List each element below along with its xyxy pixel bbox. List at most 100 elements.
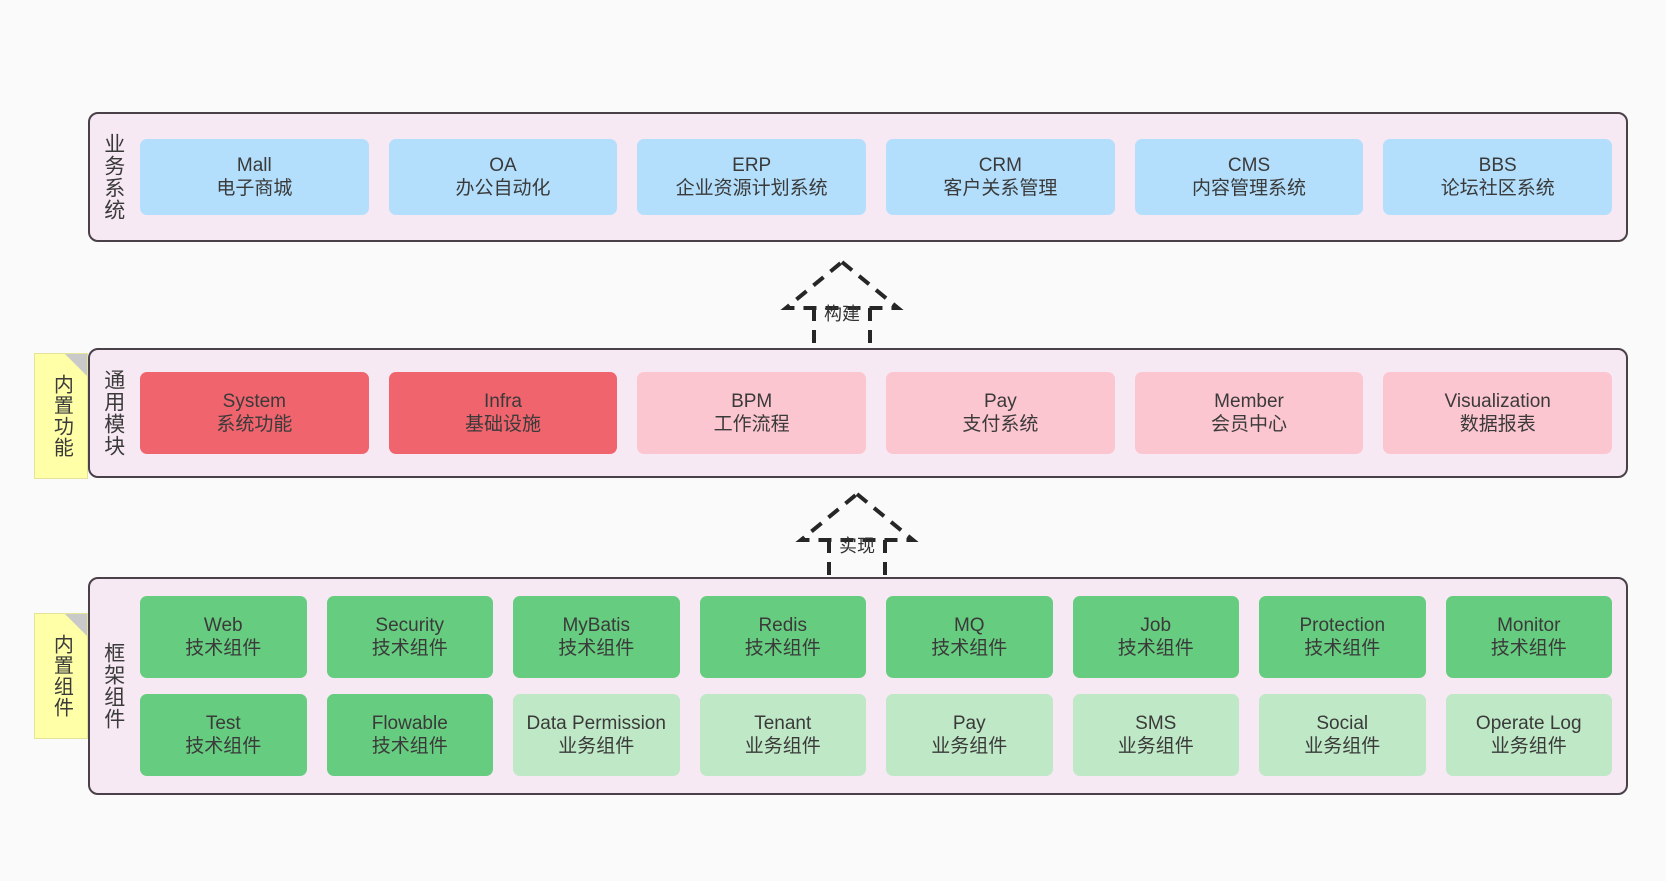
node-web[interactable]: Web 技术组件 <box>140 596 307 678</box>
node-subtitle: 技术组件 <box>1304 638 1381 659</box>
node-title: Pay <box>983 390 1017 412</box>
node-subtitle: 内容管理系统 <box>1192 178 1307 199</box>
note-fold-corner-icon <box>65 354 87 376</box>
node-subtitle: 技术组件 <box>744 638 821 659</box>
node-title: BBS <box>1478 154 1517 176</box>
node-subtitle: 系统功能 <box>216 414 293 435</box>
layer-title-common-modules: 通用模块 <box>101 369 125 457</box>
node-title: Mall <box>236 154 272 176</box>
node-title: CRM <box>978 154 1022 176</box>
node-subtitle: 企业资源计划系统 <box>675 178 828 199</box>
node-subtitle: 工作流程 <box>713 414 790 435</box>
node-subtitle: 业务组件 <box>1490 736 1567 757</box>
node-sms[interactable]: SMS 业务组件 <box>1072 694 1239 776</box>
node-oa[interactable]: OA 办公自动化 <box>388 139 618 215</box>
node-title: Flowable <box>371 712 448 734</box>
node-title: Member <box>1214 390 1284 412</box>
node-subtitle: 办公自动化 <box>455 178 551 199</box>
node-subtitle: 客户关系管理 <box>943 178 1058 199</box>
layer-common-modules: 通用模块 System 系统功能 Infra 基础设施 BPM 工作流程 Pay… <box>88 348 1628 478</box>
node-subtitle: 技术组件 <box>931 638 1008 659</box>
node-title: Redis <box>758 614 808 636</box>
layer-title-business-systems: 业务系统 <box>101 133 125 221</box>
node-system[interactable]: System 系统功能 <box>140 372 369 454</box>
node-title: Social <box>1316 712 1369 734</box>
node-subtitle: 业务组件 <box>1304 736 1381 757</box>
row: Mall 电子商城 OA 办公自动化 ERP 企业资源计划系统 CRM 客户关系… <box>140 139 1613 215</box>
connector-build-label: 构建 <box>824 304 860 324</box>
node-operate-log[interactable]: Operate Log 业务组件 <box>1445 694 1612 776</box>
row: Test 技术组件 Flowable 技术组件 Data Permission … <box>140 694 1612 776</box>
node-crm[interactable]: CRM 客户关系管理 <box>886 139 1115 215</box>
node-mybatis[interactable]: MyBatis 技术组件 <box>513 596 680 678</box>
layer-body-business-systems: Mall 电子商城 OA 办公自动化 ERP 企业资源计划系统 CRM 客户关系… <box>136 114 1626 240</box>
node-subtitle: 业务组件 <box>931 736 1008 757</box>
node-title: Test <box>205 712 241 734</box>
node-pay-module[interactable]: Pay 支付系统 <box>886 372 1115 454</box>
node-subtitle: 技术组件 <box>558 638 635 659</box>
node-title: System <box>222 390 287 412</box>
node-title: OA <box>489 154 517 176</box>
node-subtitle: 业务组件 <box>558 736 635 757</box>
node-subtitle: 支付系统 <box>962 414 1039 435</box>
node-subtitle: 技术组件 <box>1117 638 1194 659</box>
node-bpm[interactable]: BPM 工作流程 <box>637 372 867 454</box>
node-title: SMS <box>1135 712 1177 734</box>
node-title: Pay <box>952 712 986 734</box>
node-title: Data Permission <box>526 712 666 734</box>
node-subtitle: 论坛社区系统 <box>1440 178 1555 199</box>
node-title: Security <box>375 614 445 636</box>
node-subtitle: 基础设施 <box>465 414 542 435</box>
node-subtitle: 业务组件 <box>744 736 821 757</box>
connector-implement-label: 实现 <box>839 536 875 556</box>
note-text: 内置功能 <box>50 374 73 458</box>
node-visualization[interactable]: Visualization 数据报表 <box>1383 372 1613 454</box>
layer-framework-components: 框架组件 Web 技术组件 Security 技术组件 MyBatis 技术组件… <box>88 577 1628 795</box>
node-subtitle: 业务组件 <box>1117 736 1194 757</box>
node-title: CMS <box>1227 154 1271 176</box>
note-fold-corner-icon <box>65 614 87 636</box>
layer-title-framework-components: 框架组件 <box>101 642 125 730</box>
layer-business-systems: 业务系统 Mall 电子商城 OA 办公自动化 ERP 企业资源计划系统 CRM… <box>88 112 1628 242</box>
node-subtitle: 会员中心 <box>1211 414 1288 435</box>
node-title: Tenant <box>754 712 812 734</box>
layer-body-common-modules: System 系统功能 Infra 基础设施 BPM 工作流程 Pay 支付系统… <box>136 350 1626 476</box>
connector-build: 构建 <box>757 258 927 354</box>
row: System 系统功能 Infra 基础设施 BPM 工作流程 Pay 支付系统… <box>140 372 1613 454</box>
node-redis[interactable]: Redis 技术组件 <box>699 596 866 678</box>
note-builtin-components: 内置组件 <box>34 613 88 739</box>
node-mq[interactable]: MQ 技术组件 <box>886 596 1053 678</box>
node-subtitle: 数据报表 <box>1459 414 1536 435</box>
node-protection[interactable]: Protection 技术组件 <box>1259 596 1426 678</box>
node-social[interactable]: Social 业务组件 <box>1259 694 1426 776</box>
node-title: BPM <box>731 390 773 412</box>
node-subtitle: 技术组件 <box>185 638 262 659</box>
node-title: MQ <box>953 614 985 636</box>
node-bbs[interactable]: BBS 论坛社区系统 <box>1383 139 1613 215</box>
row: Web 技术组件 Security 技术组件 MyBatis 技术组件 Redi… <box>140 596 1612 678</box>
node-infra[interactable]: Infra 基础设施 <box>388 372 618 454</box>
node-title: MyBatis <box>562 614 631 636</box>
node-title: Visualization <box>1444 390 1551 412</box>
node-job[interactable]: Job 技术组件 <box>1072 596 1239 678</box>
node-tenant[interactable]: Tenant 业务组件 <box>699 694 866 776</box>
node-title: ERP <box>732 154 772 176</box>
node-flowable[interactable]: Flowable 技术组件 <box>326 694 493 776</box>
node-test[interactable]: Test 技术组件 <box>140 694 307 776</box>
layer-body-framework-components: Web 技术组件 Security 技术组件 MyBatis 技术组件 Redi… <box>136 579 1626 793</box>
node-title: Job <box>1140 614 1172 636</box>
node-member[interactable]: Member 会员中心 <box>1134 372 1364 454</box>
node-security[interactable]: Security 技术组件 <box>326 596 493 678</box>
node-title: Monitor <box>1497 614 1561 636</box>
node-pay-component[interactable]: Pay 业务组件 <box>886 694 1053 776</box>
node-title: Operate Log <box>1475 712 1582 734</box>
node-mall[interactable]: Mall 电子商城 <box>140 139 369 215</box>
node-data-permission[interactable]: Data Permission 业务组件 <box>513 694 680 776</box>
note-builtin-features: 内置功能 <box>34 353 88 479</box>
node-cms[interactable]: CMS 内容管理系统 <box>1134 139 1364 215</box>
note-text: 内置组件 <box>50 634 73 718</box>
node-title: Protection <box>1299 614 1386 636</box>
node-monitor[interactable]: Monitor 技术组件 <box>1445 596 1612 678</box>
node-erp[interactable]: ERP 企业资源计划系统 <box>637 139 867 215</box>
